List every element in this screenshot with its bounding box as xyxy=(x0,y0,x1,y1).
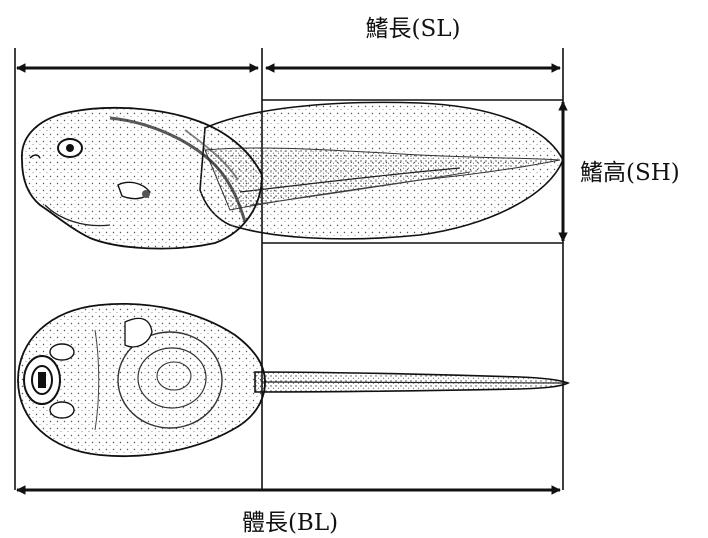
body-length-label: 體長(BL) xyxy=(242,510,338,536)
ventral-mouth-disc xyxy=(24,356,60,404)
fin-length-label: 鰭長(SL) xyxy=(366,16,461,42)
tadpole-lateral-view xyxy=(22,102,563,248)
tadpole-ventral-view xyxy=(18,304,568,456)
fin-height-label: 鰭高(SH) xyxy=(580,160,680,186)
